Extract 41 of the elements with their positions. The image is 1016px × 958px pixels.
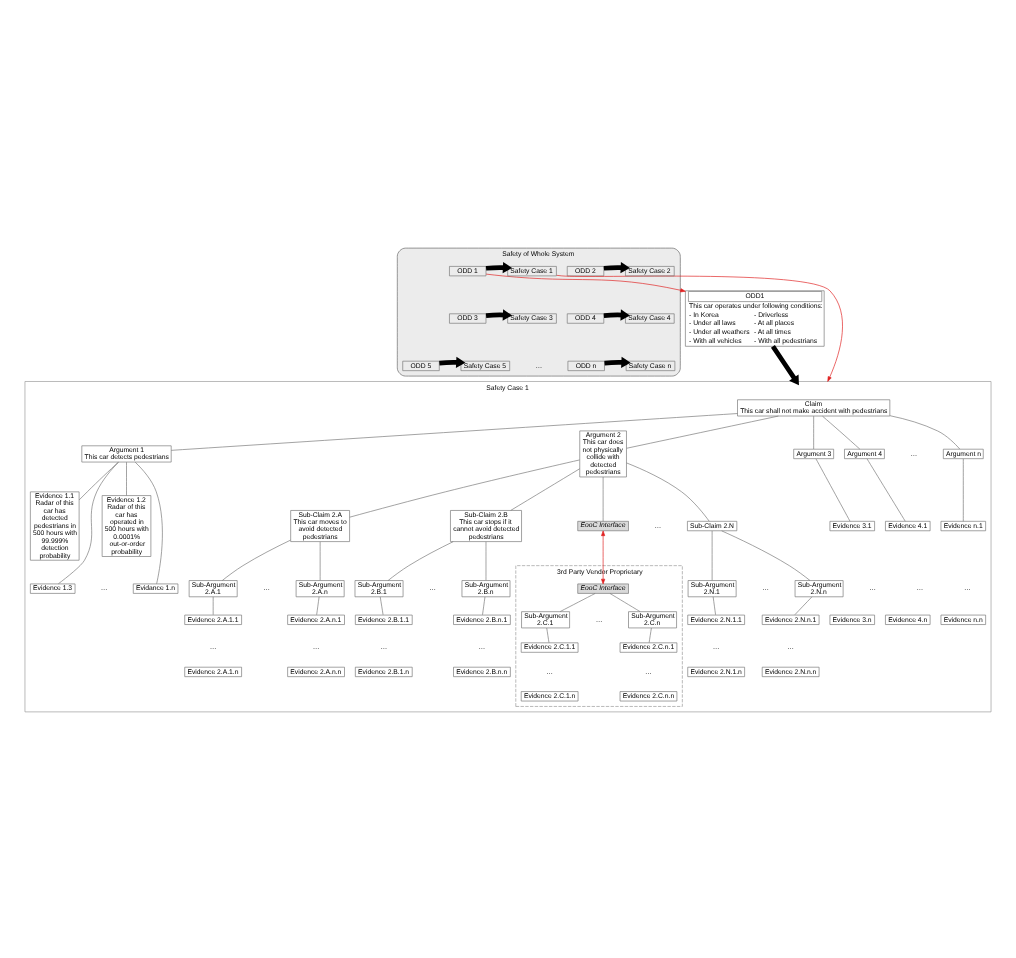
connector bbox=[794, 595, 813, 615]
connector bbox=[349, 458, 580, 517]
connector bbox=[78, 460, 119, 500]
arrow bbox=[485, 308, 513, 320]
connector bbox=[889, 414, 961, 449]
connector bbox=[134, 460, 163, 584]
arrow bbox=[603, 308, 630, 320]
connector bbox=[813, 414, 814, 449]
connector bbox=[126, 460, 127, 495]
connector bbox=[711, 529, 713, 580]
connector bbox=[609, 592, 641, 611]
arrow bbox=[604, 355, 631, 368]
connector bbox=[546, 626, 550, 642]
connector bbox=[319, 540, 321, 580]
arrow bbox=[485, 260, 513, 273]
connector bbox=[482, 595, 486, 615]
connector bbox=[602, 475, 604, 521]
connector bbox=[626, 414, 779, 448]
connector bbox=[510, 467, 581, 510]
connector bbox=[648, 626, 652, 642]
connector bbox=[822, 414, 861, 449]
connector bbox=[379, 595, 384, 615]
arrow bbox=[770, 344, 799, 385]
connector bbox=[866, 457, 906, 521]
arrow bbox=[485, 272, 686, 292]
arrow bbox=[603, 260, 630, 273]
connector bbox=[626, 461, 710, 521]
arrow bbox=[601, 529, 606, 584]
connector bbox=[815, 457, 851, 521]
connector bbox=[316, 595, 320, 615]
connector bbox=[559, 592, 596, 611]
connector bbox=[962, 457, 964, 521]
arrow bbox=[439, 355, 466, 368]
connector bbox=[58, 460, 119, 584]
connector bbox=[387, 540, 454, 580]
connector bbox=[485, 540, 487, 580]
connector bbox=[721, 529, 811, 580]
connector bbox=[170, 412, 738, 450]
connector bbox=[221, 538, 291, 580]
connector bbox=[712, 595, 716, 615]
connector bbox=[212, 595, 214, 615]
